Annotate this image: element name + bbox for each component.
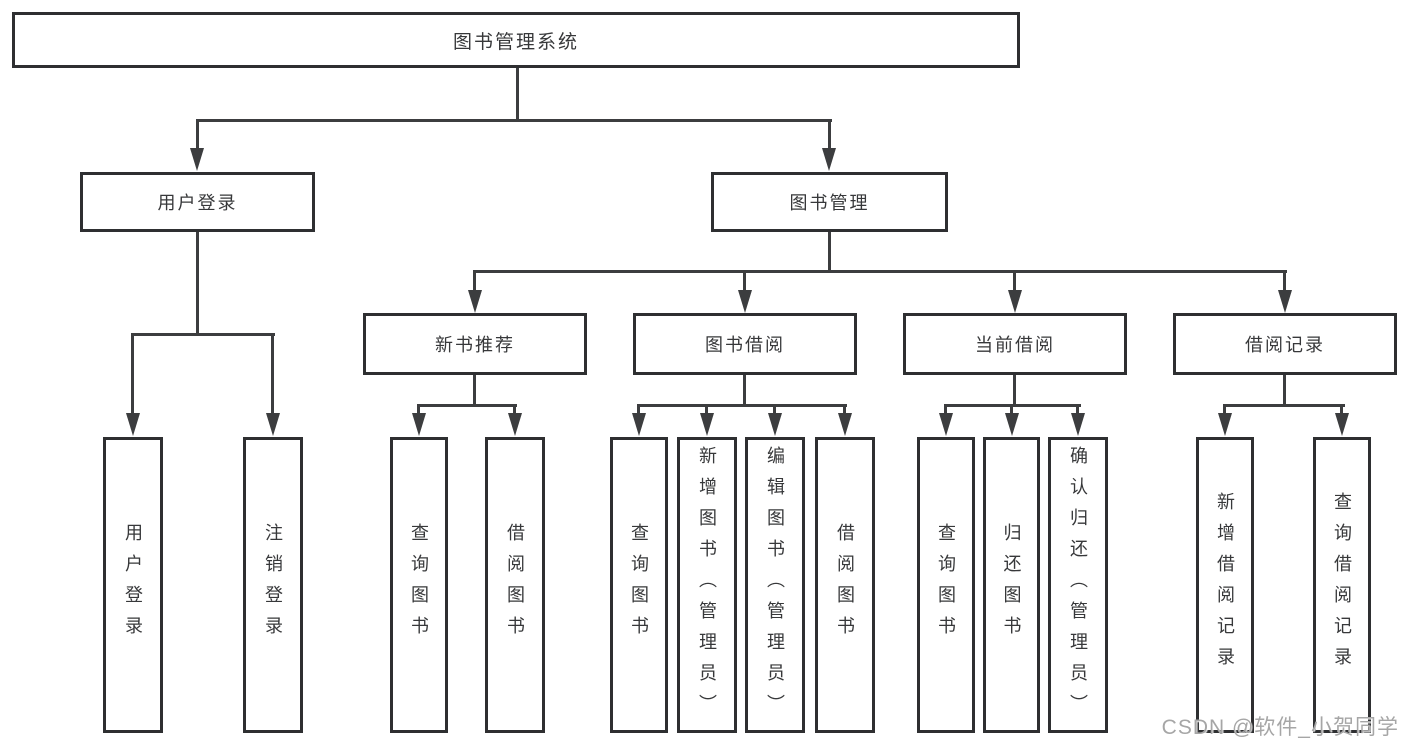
leaf-current-return: 归还图书: [983, 437, 1040, 733]
leaf-borrow-book: 借阅图书: [815, 437, 875, 733]
connector-user-login-rail: [131, 333, 275, 336]
connector-g2-leaf4-drop: [843, 404, 846, 415]
leaf-record-query-label: 查询借阅记录: [1332, 492, 1352, 678]
connector-user-login-stem: [196, 232, 199, 334]
connector-g4-leaf1-drop: [1223, 404, 1226, 415]
leaf-user-login: 用户登录: [103, 437, 163, 733]
arrowhead-g2-leaf2: [700, 413, 714, 436]
connector-group1-rail: [417, 404, 517, 407]
leaf-logout-label: 注销登录: [263, 523, 283, 647]
connector-g1-leaf1-drop: [417, 404, 420, 415]
connector-leaf-logout-drop: [271, 333, 274, 414]
connector-group3-stem: [1013, 375, 1016, 406]
connector-group1-stem: [473, 375, 476, 406]
arrowhead-group3: [1008, 290, 1022, 313]
arrowhead-book-mgmt: [822, 148, 836, 171]
arrowhead-g3-leaf2: [1005, 413, 1019, 436]
arrowhead-leaf-user-login: [126, 413, 140, 436]
connector-group4-rail: [1223, 404, 1345, 407]
connector-g3-leaf2-drop: [1010, 404, 1013, 415]
arrowhead-g4-leaf2: [1335, 413, 1349, 436]
leaf-newbook-query: 查询图书: [390, 437, 448, 733]
connector-g4-leaf2-drop: [1340, 404, 1343, 415]
node-borrow-records: 借阅记录: [1173, 313, 1397, 375]
arrowhead-user-login: [190, 148, 204, 171]
node-root: 图书管理系统: [12, 12, 1020, 68]
leaf-record-query: 查询借阅记录: [1313, 437, 1371, 733]
connector-group2-rail: [637, 404, 847, 407]
connector-group3-drop: [1013, 270, 1016, 292]
leaf-user-login-label: 用户登录: [123, 523, 143, 647]
leaf-borrow-query-label: 查询图书: [629, 523, 649, 647]
connector-book-mgmt-drop: [828, 119, 831, 150]
arrowhead-g4-leaf1: [1218, 413, 1232, 436]
node-new-book-recommend: 新书推荐: [363, 313, 587, 375]
connector-g3-leaf1-drop: [944, 404, 947, 415]
leaf-borrow-add-book: 新增图书（管理员）: [677, 437, 737, 733]
leaf-current-confirm-return: 确认归还（管理员）: [1048, 437, 1108, 733]
connector-book-mgmt-stem: [828, 232, 831, 273]
connector-g1-leaf2-drop: [513, 404, 516, 415]
arrowhead-g1-leaf2: [508, 413, 522, 436]
node-user-login: 用户登录: [80, 172, 315, 232]
node-book-management: 图书管理: [711, 172, 948, 232]
connector-group4-stem: [1283, 375, 1286, 406]
leaf-newbook-borrow-label: 借阅图书: [505, 523, 525, 647]
arrowhead-g2-leaf1: [632, 413, 646, 436]
connector-g2-leaf2-drop: [705, 404, 708, 415]
arrowhead-group2: [738, 290, 752, 313]
connector-group1-drop: [473, 270, 476, 292]
connector-leaf-user-login-drop: [131, 333, 134, 414]
connector-level2-rail: [196, 119, 832, 122]
connector-g2-leaf3-drop: [773, 404, 776, 415]
connector-group2-drop: [743, 270, 746, 292]
node-current-borrow: 当前借阅: [903, 313, 1127, 375]
connector-g3-leaf3-drop: [1076, 404, 1079, 415]
leaf-record-add-label: 新增借阅记录: [1215, 492, 1235, 678]
leaf-logout: 注销登录: [243, 437, 303, 733]
leaf-current-query-label: 查询图书: [936, 523, 956, 647]
leaf-borrow-edit-book: 编辑图书（管理员）: [745, 437, 805, 733]
leaf-current-query: 查询图书: [917, 437, 975, 733]
leaf-record-add: 新增借阅记录: [1196, 437, 1254, 733]
arrowhead-group1: [468, 290, 482, 313]
leaf-borrow-edit-book-label: 编辑图书（管理员）: [765, 445, 785, 725]
leaf-borrow-add-book-label: 新增图书（管理员）: [697, 445, 717, 725]
leaf-current-return-label: 归还图书: [1001, 523, 1022, 647]
connector-g2-leaf1-drop: [637, 404, 640, 415]
arrowhead-group4: [1278, 290, 1292, 313]
connector-groups-rail: [473, 270, 1287, 273]
leaf-borrow-book-label: 借阅图书: [835, 523, 855, 647]
arrowhead-leaf-logout: [266, 413, 280, 436]
arrowhead-g2-leaf4: [838, 413, 852, 436]
arrowhead-g3-leaf1: [939, 413, 953, 436]
csdn-watermark: CSDN @软件_小贺同学: [1161, 716, 1399, 739]
leaf-borrow-query: 查询图书: [610, 437, 668, 733]
connector-root-stem: [516, 68, 519, 120]
connector-group2-stem: [743, 375, 746, 406]
connector-group4-drop: [1283, 270, 1286, 292]
connector-user-login-drop: [196, 119, 199, 150]
arrowhead-g1-leaf1: [412, 413, 426, 436]
leaf-newbook-borrow: 借阅图书: [485, 437, 545, 733]
leaf-newbook-query-label: 查询图书: [409, 523, 429, 647]
leaf-current-confirm-return-label: 确认归还（管理员）: [1068, 445, 1088, 725]
arrowhead-g3-leaf3: [1071, 413, 1085, 436]
node-book-borrow: 图书借阅: [633, 313, 857, 375]
arrowhead-g2-leaf3: [768, 413, 782, 436]
